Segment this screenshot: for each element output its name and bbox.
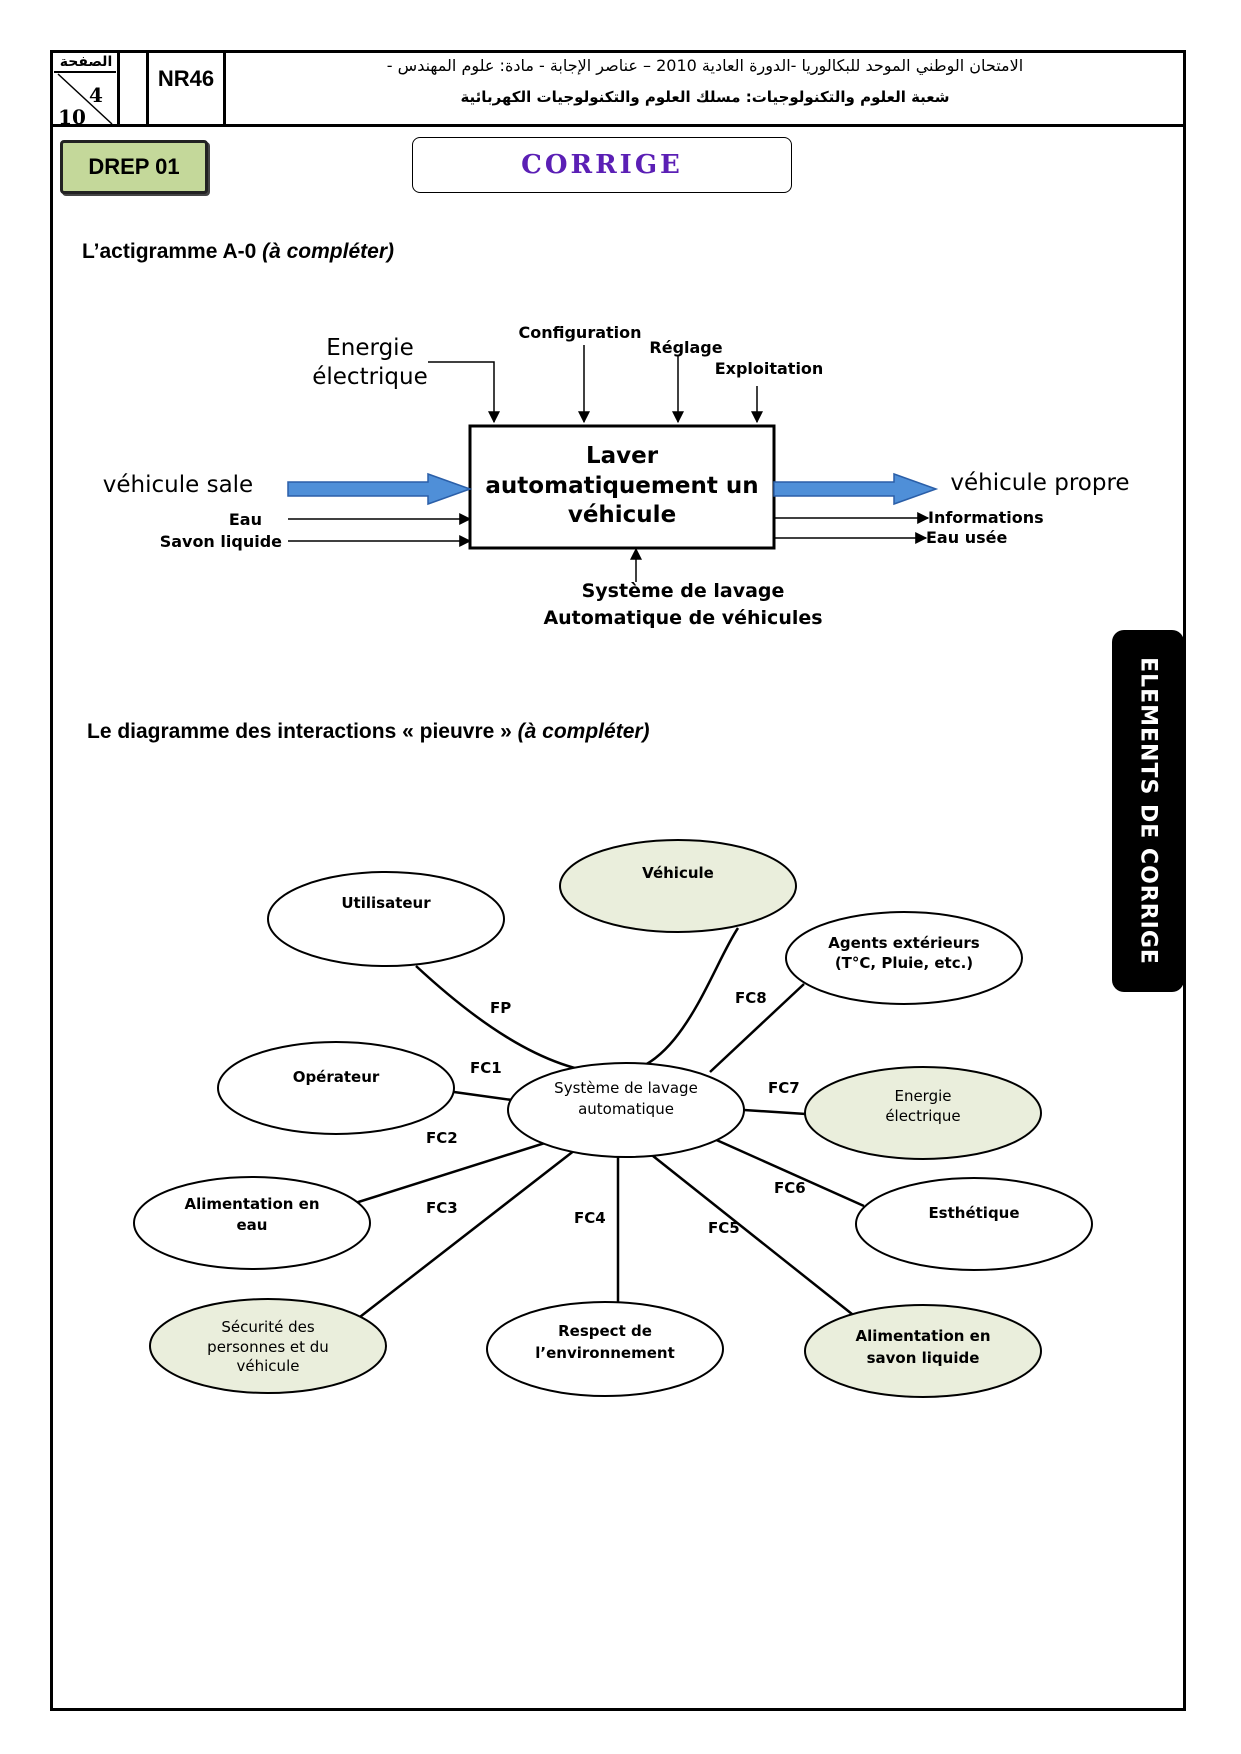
node-securite-line2: personnes et du: [207, 1338, 329, 1356]
node-agents-line2: (T°C, Pluie, etc.): [835, 954, 973, 972]
node-environnement-line1: Respect de: [558, 1322, 652, 1340]
node-esthetique: [855, 1177, 1093, 1271]
label-fc8: FC8: [735, 989, 767, 1007]
drep-label: DREP 01: [60, 140, 208, 194]
node-utilisateur-label: Utilisateur: [341, 894, 431, 912]
link-fp-vehicule: [609, 927, 740, 1076]
node-agents-line1: Agents extérieurs: [828, 934, 980, 952]
node-savon-line1: Alimentation en: [855, 1327, 990, 1345]
center-line1: Système de lavage: [554, 1079, 698, 1097]
input-main-label: véhicule sale: [103, 472, 253, 498]
function-box: [468, 424, 776, 550]
exam-code: NR46: [157, 66, 215, 91]
link-fc2: [351, 1140, 549, 1206]
label-fc6: FC6: [774, 1179, 806, 1197]
node-vehicule-label: Véhicule: [642, 864, 714, 882]
node-securite-line1: Sécurité des: [221, 1318, 314, 1336]
node-savon: [804, 1304, 1042, 1398]
energy-label-line1: Energie: [326, 335, 413, 361]
section-pieuvre-title: Le diagramme des interactions « pieuvre …: [87, 720, 650, 744]
pieuvre-diagram: FP FC1 FC2 FC3 FC4 FC5 FC6 FC7 FC8 Systè…: [133, 839, 1093, 1398]
control-exploitation: Exploitation: [715, 359, 824, 378]
label-fc7: FC7: [768, 1079, 800, 1097]
input-savon: Savon liquide: [160, 532, 282, 551]
node-vehicule: [559, 839, 797, 933]
node-eau-line1: Alimentation en: [184, 1195, 319, 1213]
link-fc6: [711, 1136, 865, 1208]
control-configuration: Configuration: [518, 323, 641, 342]
output-main-arrow: [773, 472, 939, 506]
output-eau-usee: Eau usée: [926, 528, 1007, 547]
node-energie: [804, 1066, 1042, 1160]
node-esthetique-label: Esthétique: [928, 1204, 1019, 1222]
section-pieuvre-hint: (à compléter): [517, 720, 650, 743]
support-line2: Automatique de véhicules: [543, 607, 822, 629]
node-utilisateur: [267, 871, 505, 967]
link-fc7: [743, 1108, 807, 1116]
center-node: [507, 1062, 745, 1158]
header-title-line2: شعبة العلوم والتكنولوجيات: مسلك العلوم و…: [460, 88, 950, 106]
label-fc2: FC2: [426, 1129, 458, 1147]
label-fc3: FC3: [426, 1199, 458, 1217]
link-fc3: [355, 1149, 576, 1321]
node-energie-line2: électrique: [885, 1107, 960, 1125]
link-fc1: [453, 1090, 513, 1102]
side-tab: [1112, 630, 1184, 992]
node-securite-line3: véhicule: [237, 1357, 300, 1375]
output-main-label: véhicule propre: [950, 470, 1129, 496]
section-actigramme-title: L’actigramme A-0 (à compléter): [82, 240, 394, 264]
function-line2: automatiquement un: [485, 473, 758, 499]
code-cell: [146, 50, 226, 127]
page-total: 10: [58, 105, 86, 129]
control-reglage: Réglage: [649, 338, 722, 357]
section-pieuvre-label: Le diagramme des interactions « pieuvre …: [87, 720, 518, 743]
label-fc5: FC5: [708, 1219, 740, 1237]
label-fc1: FC1: [470, 1059, 502, 1077]
node-eau: [133, 1176, 371, 1270]
corrige-title: CORRIGE: [412, 137, 792, 193]
page-label: الصفحة: [60, 54, 113, 70]
page-number-cell: الصفحة 4 10: [54, 54, 116, 129]
node-energie-line1: Energie: [894, 1087, 951, 1105]
header-title-line1: الامتحان الوطني الموحد للبكالوريا -الدور…: [386, 56, 1024, 75]
page-frame: [50, 50, 1186, 1711]
function-line3: véhicule: [568, 502, 676, 528]
page-number-box: [50, 50, 120, 127]
label-fc4: FC4: [574, 1209, 606, 1227]
node-agents: [785, 911, 1023, 1005]
input-main-arrow: [287, 472, 473, 506]
node-eau-line2: eau: [237, 1216, 268, 1234]
link-fc8: [709, 983, 805, 1073]
energy-label-line2: électrique: [312, 364, 428, 390]
input-eau: Eau: [229, 510, 262, 529]
page-number: 4: [89, 83, 103, 107]
node-environnement: [486, 1301, 724, 1397]
node-securite: [149, 1298, 387, 1394]
support-line1: Système de lavage: [582, 580, 785, 602]
function-line1: Laver: [586, 443, 659, 469]
actigramme-diagram: Energie électrique Configuration Réglage…: [103, 323, 1130, 629]
section-actigramme-label: L’actigramme A-0: [82, 240, 263, 263]
node-operateur: [217, 1041, 455, 1135]
link-fp-utilisateur: [415, 965, 611, 1076]
center-line2: automatique: [578, 1100, 674, 1118]
energy-arrow: [428, 361, 500, 424]
header-divider: [50, 124, 1186, 127]
section-actigramme-hint: (à compléter): [262, 240, 394, 263]
label-fp: FP: [490, 999, 511, 1017]
node-savon-line2: savon liquide: [867, 1349, 980, 1367]
output-informations: Informations: [928, 508, 1044, 527]
node-operateur-label: Opérateur: [293, 1068, 380, 1086]
link-fc5: [647, 1151, 863, 1323]
node-environnement-line2: l’environnement: [535, 1344, 675, 1362]
